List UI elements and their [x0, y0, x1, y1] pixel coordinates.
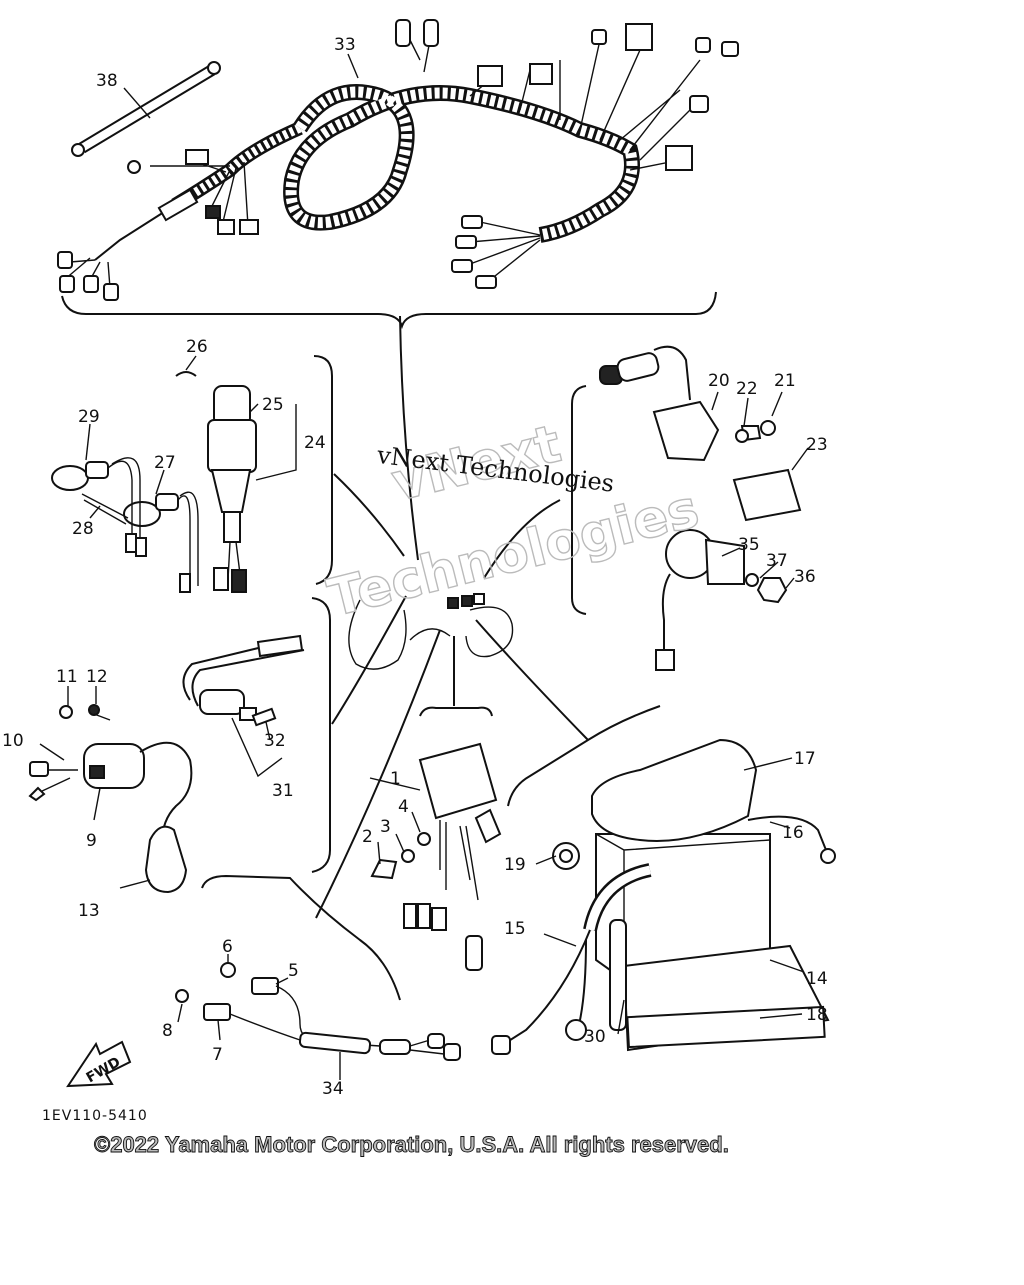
group-brackets: [61, 291, 717, 1001]
callout-34: 34: [322, 1079, 344, 1099]
callout-31: 31: [272, 781, 294, 801]
cdi-unit-group: [370, 742, 502, 971]
callout-2: 2: [362, 827, 373, 847]
callout-15: 15: [504, 919, 526, 939]
sensor-lead-group: [175, 962, 461, 1061]
copyright-notice: ©2022 Yamaha Motor Corporation, U.S.A. A…: [94, 1132, 729, 1157]
watermark: vNext Technologies vNext Technologies: [322, 413, 706, 629]
lead-38: [71, 61, 221, 157]
callout-1: 1: [390, 769, 401, 789]
callout-25: 25: [262, 395, 284, 415]
callout-leaders: [39, 53, 809, 1080]
callout-32: 32: [264, 731, 286, 751]
callout-18: 18: [806, 1005, 828, 1025]
reference-code: 1EV110-5410: [42, 1108, 148, 1124]
callout-36: 36: [794, 567, 816, 587]
callout-14: 14: [806, 969, 828, 989]
callout-29: 29: [78, 407, 100, 427]
callout-5: 5: [288, 961, 299, 981]
fwd-arrow: [66, 1040, 132, 1088]
callout-17: 17: [794, 749, 816, 769]
callout-9: 9: [86, 831, 97, 851]
callout-10: 10: [2, 731, 24, 751]
callout-30: 30: [584, 1027, 606, 1047]
callout-20: 20: [708, 371, 730, 391]
ignition-coil-group: [28, 704, 193, 894]
watermark-big-line-2: Technologies: [322, 479, 704, 629]
fuel-valve-group: [182, 634, 305, 778]
callout-35: 35: [738, 535, 760, 555]
callout-37: 37: [766, 551, 788, 571]
callout-7: 7: [212, 1045, 223, 1065]
callout-22: 22: [736, 379, 758, 399]
callout-12: 12: [86, 667, 108, 687]
wire-harness-33: [57, 19, 739, 301]
callout-3: 3: [380, 817, 391, 837]
callout-21: 21: [774, 371, 796, 391]
callout-33: 33: [334, 35, 356, 55]
callout-6: 6: [222, 937, 233, 957]
callout-8: 8: [162, 1021, 173, 1041]
callout-11: 11: [56, 667, 78, 687]
callout-13: 13: [78, 901, 100, 921]
callout-16: 16: [782, 823, 804, 843]
battery-group: [491, 738, 836, 1055]
callout-28: 28: [72, 519, 94, 539]
callout-19: 19: [504, 855, 526, 875]
callout-26: 26: [186, 337, 208, 357]
callout-27: 27: [154, 453, 176, 473]
callout-24: 24: [304, 433, 326, 453]
callout-38: 38: [96, 71, 118, 91]
callout-23: 23: [806, 435, 828, 455]
main-switch-group: [51, 371, 257, 593]
callout-4: 4: [398, 797, 409, 817]
callout-labels: 33 38 26 25 24 29 27 28 20 22 21 23 35 3…: [2, 35, 828, 1099]
relay-group: [599, 345, 802, 671]
